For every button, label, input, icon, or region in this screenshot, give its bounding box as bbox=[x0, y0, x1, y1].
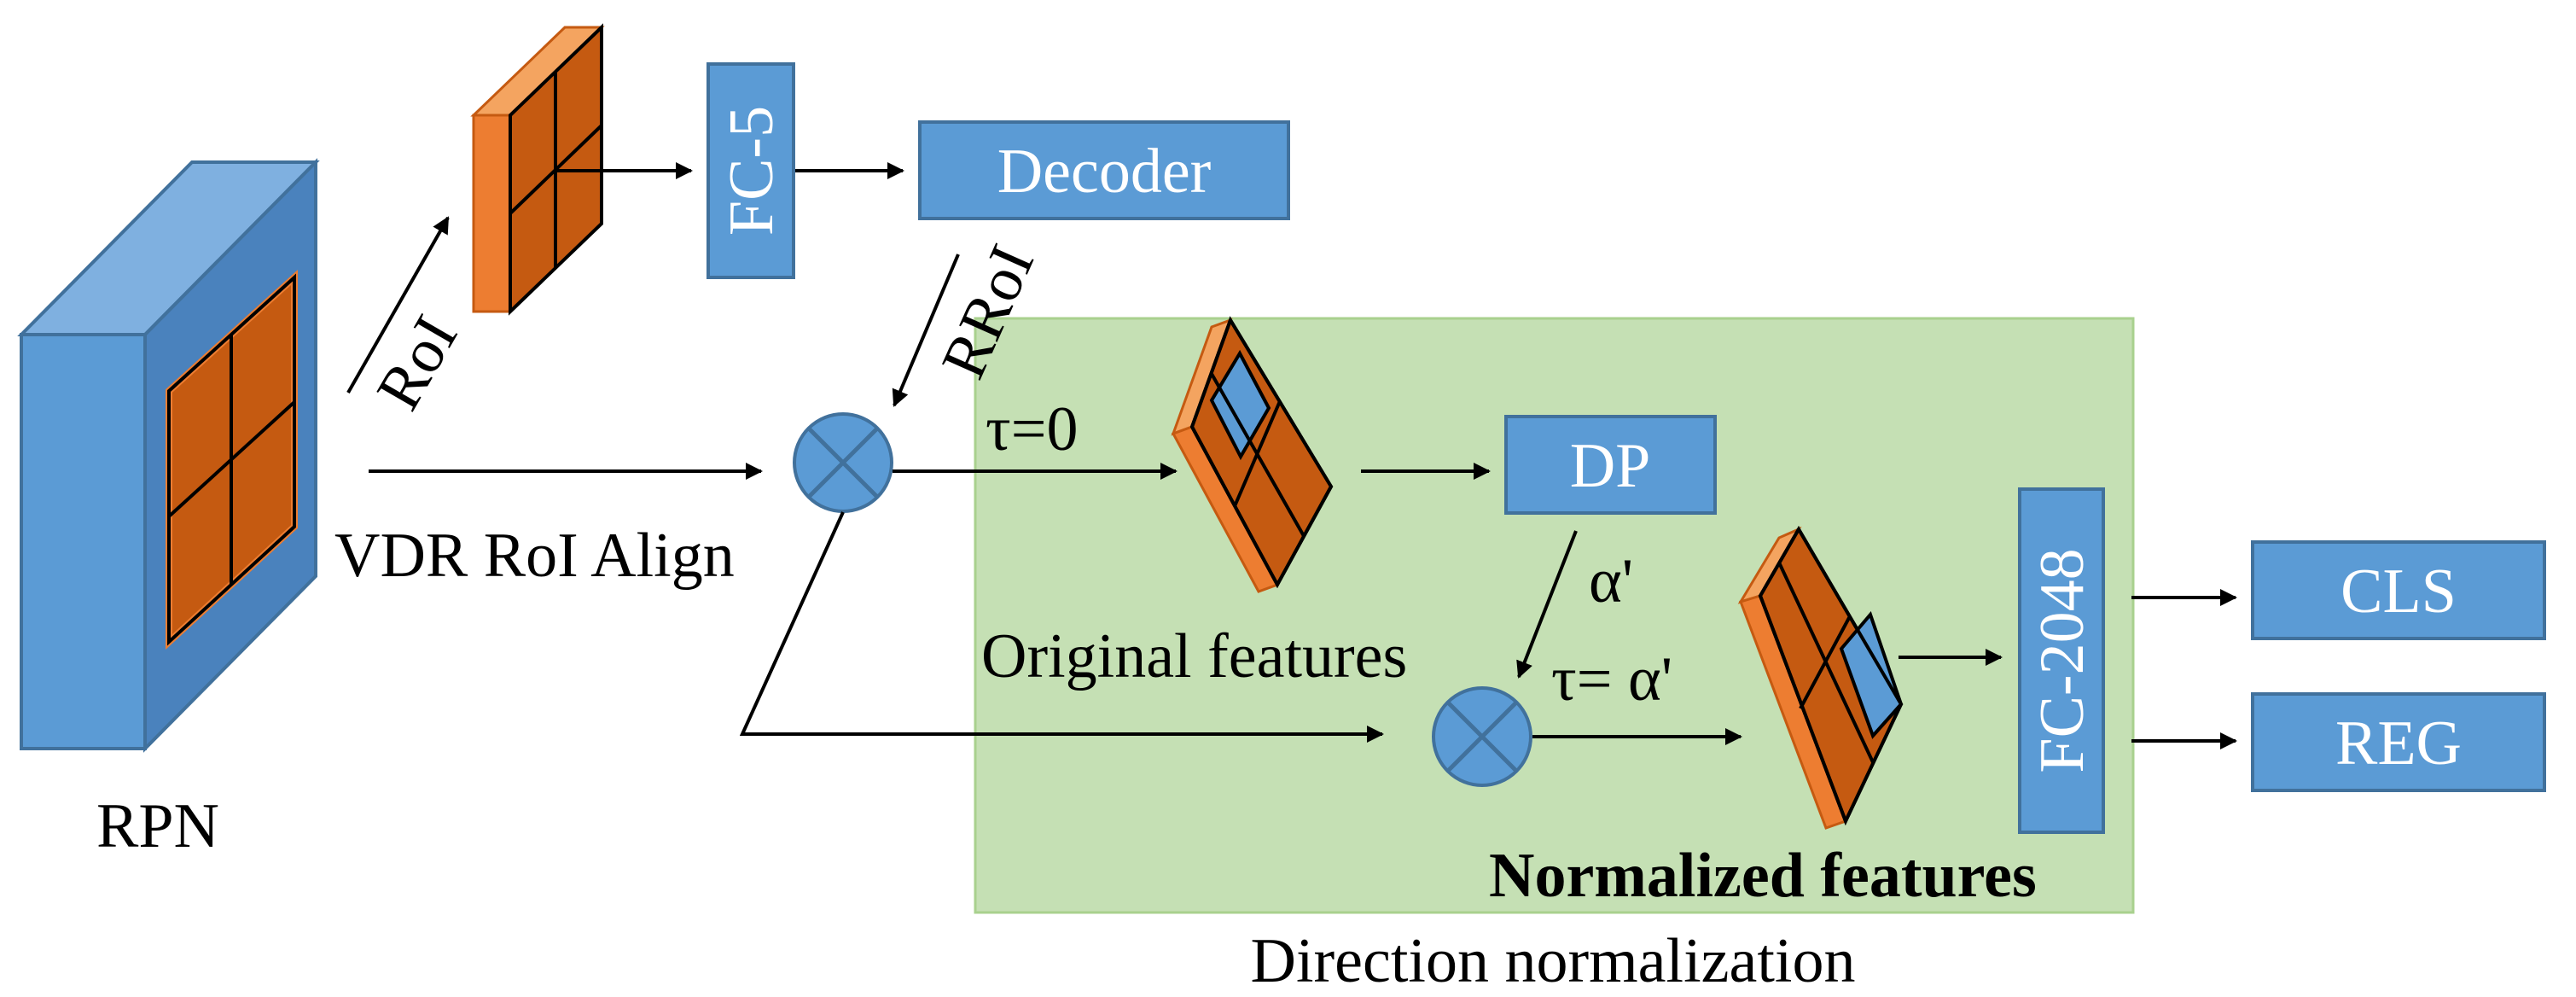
original-features-block bbox=[1171, 316, 1334, 593]
normalized-features-label: Normalized features bbox=[1489, 841, 2037, 911]
normalized-features-block bbox=[1737, 526, 1904, 830]
multiply-operator-2 bbox=[1432, 686, 1532, 787]
fc2048-box bbox=[2018, 487, 2105, 834]
decoder-label: Decoder bbox=[997, 137, 1212, 207]
fc2048-label: FC-2048 bbox=[2027, 548, 2097, 773]
direction-normalization-label: Direction normalization bbox=[1251, 926, 1856, 996]
dp-label: DP bbox=[1570, 431, 1651, 501]
roi-label: RoI bbox=[363, 304, 472, 421]
cls-label: CLS bbox=[2340, 557, 2457, 627]
fc5-label: FC-5 bbox=[717, 106, 787, 236]
decoder-box bbox=[918, 120, 1290, 220]
dp-box bbox=[1504, 415, 1717, 515]
roi-feature-block bbox=[470, 23, 605, 316]
fc5-box bbox=[707, 62, 795, 279]
cls-box bbox=[2251, 540, 2546, 640]
reg-box bbox=[2251, 692, 2546, 792]
tau-zero-label: τ=0 bbox=[986, 394, 1078, 464]
arrow-rpn-to-roi bbox=[346, 216, 450, 394]
alpha-prime-label: α' bbox=[1589, 546, 1633, 616]
reg-label: REG bbox=[2335, 708, 2462, 778]
original-features-label: Original features bbox=[981, 621, 1407, 691]
multiply-operator-1 bbox=[793, 412, 893, 513]
vdr-roi-align-label: VDR RoI Align bbox=[334, 521, 735, 591]
arrow-dp-to-multiply2 bbox=[1516, 530, 1578, 679]
arrow-decoder-to-multiply bbox=[892, 254, 960, 407]
tau-alpha-label: τ= α' bbox=[1551, 644, 1672, 714]
rpn-label: RPN bbox=[96, 791, 219, 861]
edge-multiply-to-lower-path bbox=[739, 511, 1384, 743]
rpn-feature-block bbox=[17, 158, 320, 753]
direction-normalization-region bbox=[974, 317, 2135, 914]
